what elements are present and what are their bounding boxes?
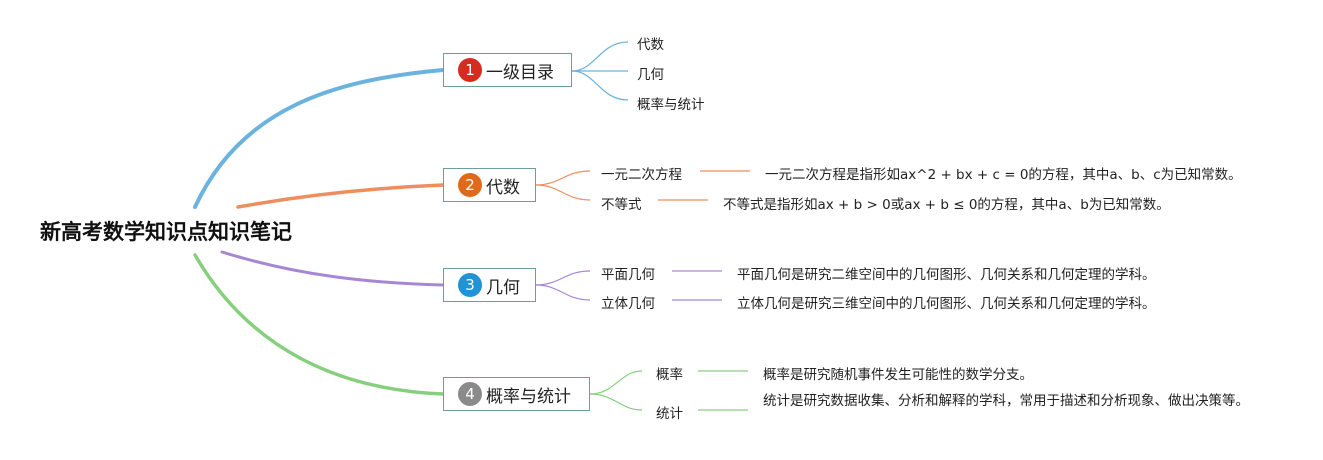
topic-label: 概率与统计 [486, 386, 571, 407]
subtopic-label[interactable]: 概率 [656, 367, 683, 383]
subtopic-label[interactable]: 一元二次方程 [601, 167, 682, 183]
branch-line-2 [236, 183, 445, 209]
number-badge: 4 [458, 382, 482, 406]
subtopic-description: 不等式是指形如ax + b > 0或ax + b ≤ 0的方程，其中a、b为已知… [723, 197, 1170, 213]
topic-label: 代数 [486, 177, 520, 198]
topic-node-2[interactable]: 2 代数 [443, 168, 536, 202]
subtopic-label[interactable]: 立体几何 [601, 296, 655, 312]
branch-line-3 [220, 250, 445, 287]
subtopic-label[interactable]: 不等式 [601, 197, 642, 213]
subtopic-label[interactable]: 统计 [656, 406, 683, 422]
sub-lines-4 [589, 370, 748, 411]
number-badge: 2 [458, 173, 482, 197]
branch-line-4 [193, 253, 445, 396]
subtopic-label[interactable]: 几何 [637, 67, 664, 83]
subtopic-label[interactable]: 概率与统计 [637, 97, 705, 113]
root-title: 新高考数学知识点知识笔记 [40, 220, 292, 244]
subtopic-description: 立体几何是研究三维空间中的几何图形、几何关系和几何定理的学科。 [737, 296, 1156, 312]
subtopic-description: 一元二次方程是指形如ax^2 + bx + c = 0的方程，其中a、b、c为已… [765, 167, 1242, 183]
branch-line-1 [193, 68, 445, 209]
subtopic-description: 概率是研究随机事件发生可能性的数学分支。 [763, 367, 1033, 383]
subtopic-description: 统计是研究数据收集、分析和解释的学科，常用于描述和分析现象、做出决策等。 [763, 393, 1249, 409]
subtopic-description: 平面几何是研究二维空间中的几何图形、几何关系和几何定理的学科。 [737, 267, 1156, 283]
topic-node-4[interactable]: 4 概率与统计 [443, 377, 590, 411]
subtopic-label[interactable]: 代数 [637, 37, 664, 53]
topic-label: 几何 [486, 277, 520, 298]
number-badge: 1 [458, 58, 482, 82]
sub-lines-1 [571, 41, 629, 101]
sub-lines-3 [535, 270, 722, 301]
topic-node-1[interactable]: 1 一级目录 [443, 53, 572, 87]
subtopic-label[interactable]: 平面几何 [601, 267, 655, 283]
topic-label: 一级目录 [486, 62, 554, 83]
sub-lines-2 [535, 170, 750, 201]
topic-node-3[interactable]: 3 几何 [443, 268, 536, 302]
number-badge: 3 [458, 273, 482, 297]
